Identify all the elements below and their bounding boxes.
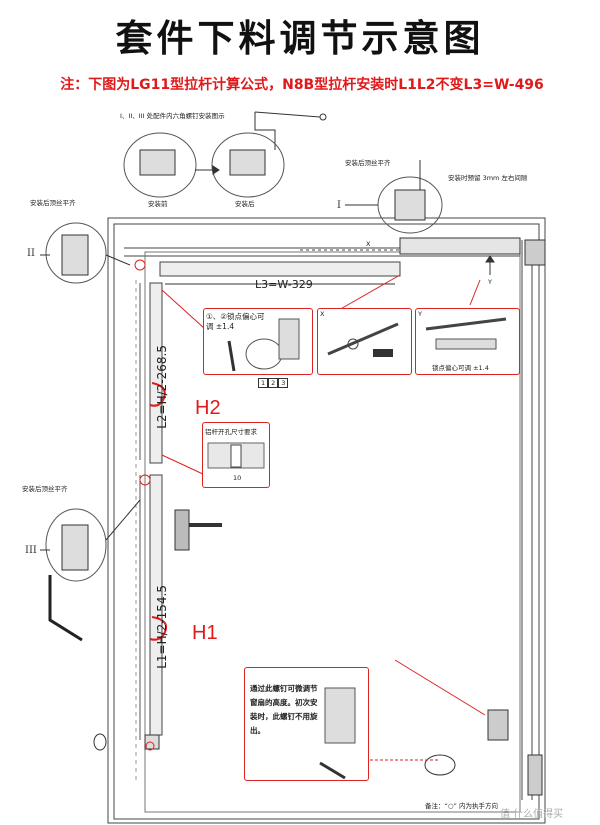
inner-frame bbox=[113, 223, 540, 820]
rod-hole-text: 铝杆开孔尺寸要求 bbox=[205, 428, 257, 436]
num-1: 1 bbox=[258, 378, 269, 388]
roman-iii: III bbox=[25, 545, 37, 556]
roman-i: I bbox=[337, 200, 341, 211]
flush-label-iii: 安装后顶丝平齐 bbox=[22, 485, 68, 493]
l2-rod bbox=[149, 282, 163, 464]
x-mark: X bbox=[366, 240, 371, 248]
watermark: 值 什么值得买 bbox=[500, 809, 564, 820]
num-2: 2 bbox=[268, 378, 279, 388]
x-mark-box: X bbox=[320, 310, 325, 318]
outer-frame bbox=[107, 217, 546, 824]
adjust-y-text: 锁点偏心可调 ±1.4 bbox=[432, 364, 489, 372]
footer-note: 备注：“○” 内为执手方向 bbox=[425, 802, 498, 810]
formula-note: 注：下图为LG11型拉杆计算公式，N8B型拉杆安装时L1L2不变L3=W-496 bbox=[60, 77, 544, 93]
h2-label: H2 bbox=[195, 397, 221, 419]
l3-formula: L3=W-329 bbox=[255, 278, 313, 291]
sash-outline bbox=[144, 251, 521, 813]
h1-label: H1 bbox=[192, 622, 218, 644]
adjust-12-text: ①、②锁点偏心可调 ±1.4 bbox=[206, 312, 265, 331]
l3-bar bbox=[159, 261, 401, 277]
l1-formula: L1=H/2-154.5 bbox=[155, 585, 169, 669]
flush-label-ii: 安装后顶丝平齐 bbox=[30, 199, 76, 207]
gap-reserve-label: 安装时预留 3mm 左右间隙 bbox=[448, 174, 528, 182]
callout-box-12 bbox=[203, 308, 313, 375]
callout-box-x bbox=[317, 308, 412, 375]
after-install-label: 安装后 bbox=[235, 200, 255, 208]
dim-10: 10 bbox=[233, 474, 242, 482]
callout-box-screw bbox=[244, 667, 369, 781]
screw-adjust-note: 通过此螺钉可微调节窗扇的高度。初次安装时，此螺钉不用旋出。 bbox=[250, 684, 318, 735]
callout-box-rod-hole bbox=[202, 422, 270, 488]
l2-formula: L2=H/2-268.5 bbox=[155, 345, 169, 429]
number-boxes: 1 2 3 bbox=[258, 378, 289, 388]
top-flush-label: 安装后顶丝平齐 bbox=[345, 159, 391, 167]
roman-ii: II bbox=[27, 248, 35, 259]
callout-box-y bbox=[415, 308, 520, 375]
before-install-label: 安装前 bbox=[148, 200, 168, 208]
num-3: 3 bbox=[278, 378, 289, 388]
hex-screw-title: I、II、III 处配件内六角螺钉安装图示 bbox=[120, 112, 225, 120]
y-mark-box: Y bbox=[418, 310, 422, 318]
y-mark: Y bbox=[488, 278, 492, 286]
page-title: 套件下料调节示意图 bbox=[115, 17, 485, 60]
